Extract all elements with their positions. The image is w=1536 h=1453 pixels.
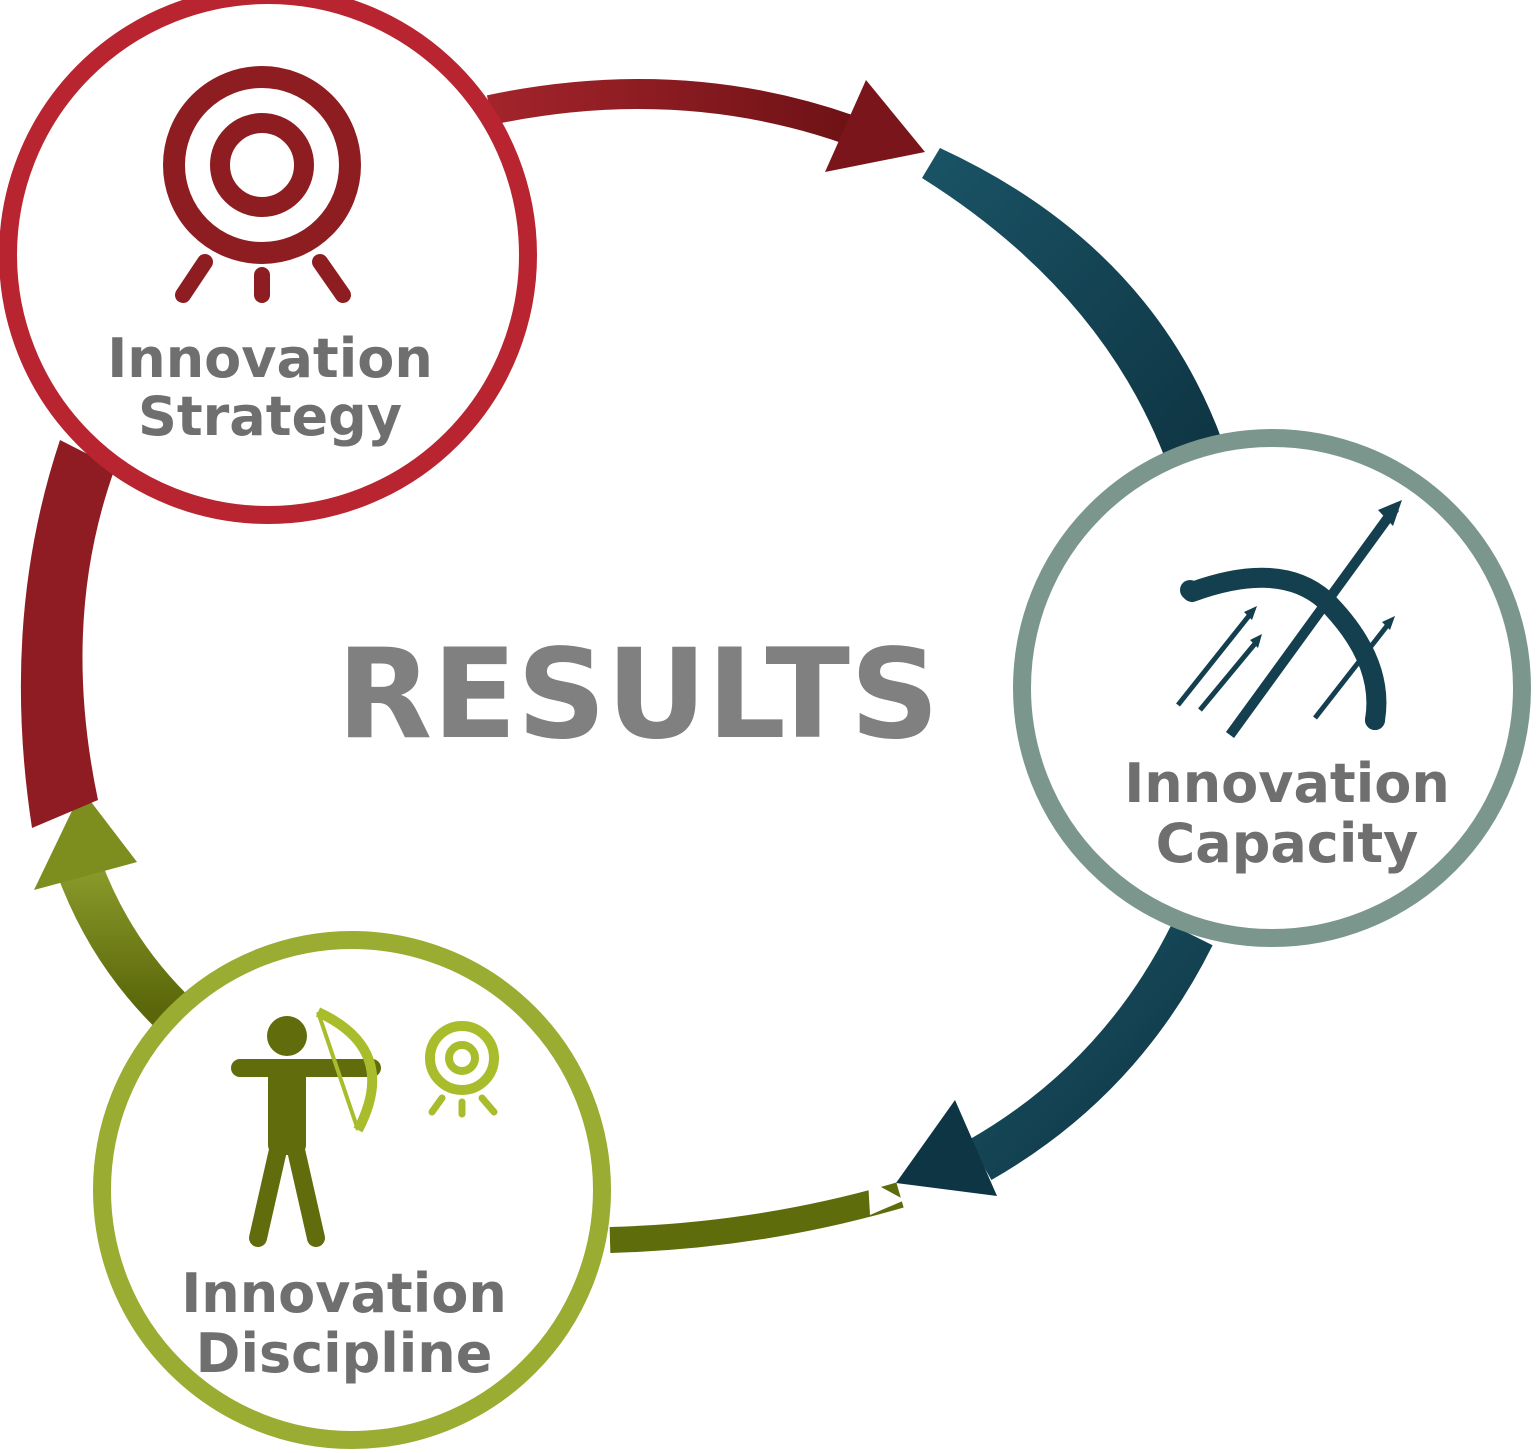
node-innovation-strategy: Innovation Strategy bbox=[0, 0, 537, 524]
target-icon bbox=[163, 66, 361, 303]
capacity-label-line1: Innovation bbox=[1124, 752, 1450, 815]
discipline-label-line1: Innovation bbox=[181, 1262, 507, 1325]
node-innovation-capacity: Innovation Capacity bbox=[1013, 429, 1531, 947]
arrow-capacity-to-discipline bbox=[896, 148, 1222, 1196]
discipline-label-line2: Discipline bbox=[196, 1322, 493, 1385]
arrow-strategy-return-segment bbox=[20, 440, 115, 828]
arrow-strategy-to-capacity bbox=[486, 79, 925, 172]
arrow-discipline-to-strategy bbox=[34, 790, 905, 1253]
capacity-label-line2: Capacity bbox=[1156, 812, 1419, 875]
capacity-ring bbox=[1013, 429, 1531, 947]
node-innovation-discipline: Innovation Discipline bbox=[93, 931, 611, 1449]
center-results-label: RESULTS bbox=[337, 623, 940, 767]
strategy-label-line2: Strategy bbox=[138, 385, 402, 448]
small-target-icon bbox=[425, 1021, 499, 1118]
bow-and-arrows-icon bbox=[1176, 500, 1402, 738]
strategy-label-line1: Innovation bbox=[107, 327, 433, 390]
archer-icon bbox=[231, 1007, 381, 1247]
